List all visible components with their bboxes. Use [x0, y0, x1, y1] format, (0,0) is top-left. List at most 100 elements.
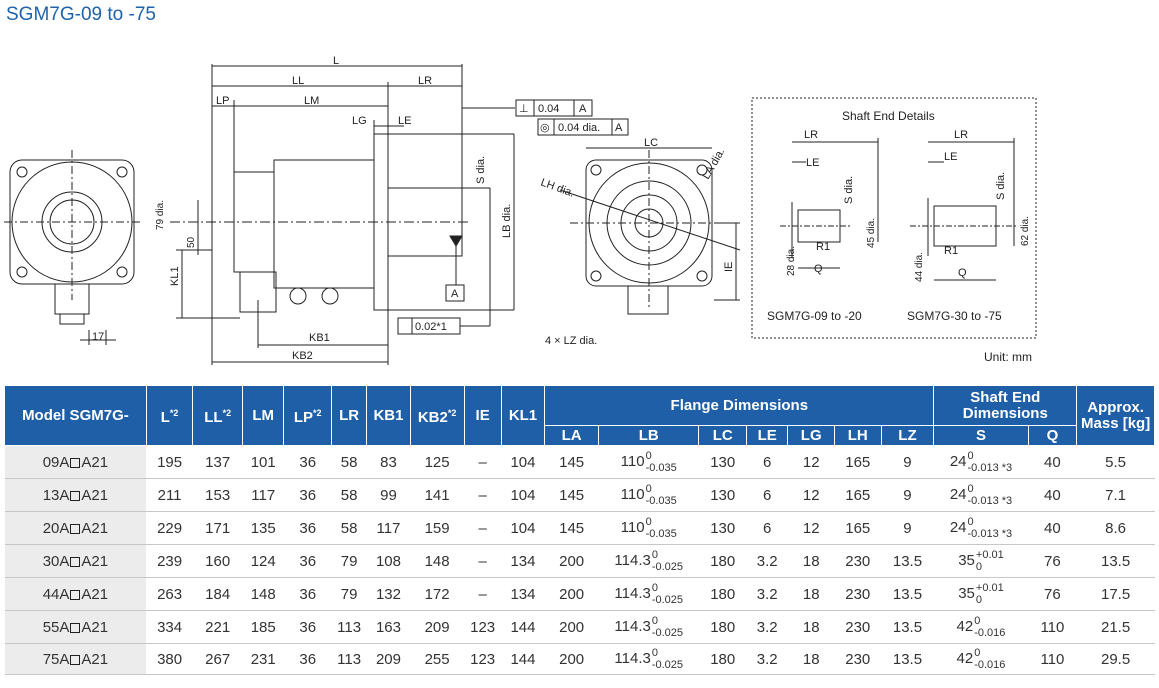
dim-KL1: KL1	[169, 266, 181, 286]
header-LR: LR	[331, 385, 368, 446]
cell-LZ: 13.5	[881, 577, 934, 611]
shaft-right-d2: 44 dia.	[914, 252, 925, 282]
shaft-left-Q: Q	[814, 263, 823, 275]
dim-LB-dia: LB dia.	[501, 204, 513, 238]
header-model: Model SGM7G-	[4, 385, 147, 446]
cell-LC: 130	[698, 445, 747, 479]
shaft-right-LR: LR	[954, 129, 968, 141]
shaft-right-caption: SGM7G-30 to -75	[907, 309, 1002, 323]
cell-LA: 145	[544, 511, 599, 545]
shaft-left-LE: LE	[806, 157, 819, 169]
cell-LL: 267	[192, 643, 243, 675]
cell-LE: 3.2	[746, 643, 788, 675]
cell-L: 239	[146, 544, 193, 578]
cell-KB1: 83	[366, 445, 411, 479]
cell-LZ: 13.5	[881, 643, 934, 675]
header-LP: LP*2	[283, 385, 333, 446]
side-view	[170, 64, 629, 365]
conc-ref: A	[615, 122, 623, 134]
cell-KB1: 163	[366, 610, 411, 644]
cell-KB2: 159	[410, 511, 464, 545]
cell-IE: –	[464, 577, 502, 611]
dim-17: 17	[92, 331, 104, 343]
header-S: S	[933, 425, 1029, 446]
cell-LG: 18	[787, 643, 835, 675]
header-KB1: KB1	[366, 385, 411, 446]
shaft-right-LE: LE	[944, 151, 957, 163]
cell-KB1: 108	[366, 544, 411, 578]
front-view	[559, 147, 741, 315]
unit-label: Unit: mm	[984, 350, 1032, 364]
cell-Q: 76	[1028, 577, 1077, 611]
cell-LZ: 9	[881, 478, 934, 512]
cell-LC: 130	[698, 478, 747, 512]
header-LE: LE	[746, 425, 789, 446]
cell-LH: 165	[834, 511, 882, 545]
perp-value: 0.04	[538, 103, 559, 115]
cell-LE: 3.2	[746, 610, 788, 644]
cell-LE: 3.2	[746, 544, 788, 578]
cell-LM: 185	[242, 610, 284, 644]
dim-IE: IE	[723, 262, 735, 272]
cell-LC: 180	[698, 544, 747, 578]
dim-LP: LP	[216, 95, 229, 107]
cell-KL1: 144	[501, 610, 545, 644]
placeholder-box-icon	[70, 654, 81, 665]
cell-LA: 200	[544, 544, 599, 578]
cell-LA: 145	[544, 478, 599, 512]
conc-symbol: ◎	[540, 122, 550, 134]
datum-A: A	[451, 288, 459, 300]
cell-mass: 13.5	[1076, 544, 1155, 578]
header-LL: LL*2	[192, 385, 244, 446]
conc-value: 0.04 dia.	[558, 122, 600, 134]
cell-KL1: 104	[501, 511, 545, 545]
cell-LL: 184	[192, 577, 243, 611]
cell-L: 334	[146, 610, 193, 644]
cell-LZ: 13.5	[881, 544, 934, 578]
shaft-right-Q: Q	[958, 267, 967, 279]
cell-LP: 36	[283, 643, 332, 675]
cell-KL1: 134	[501, 577, 545, 611]
shaft-right-S-dia: S dia.	[995, 172, 1007, 200]
header-LH: LH	[833, 425, 882, 446]
cell-LG: 18	[787, 610, 835, 644]
cell-LR: 58	[331, 478, 367, 512]
placeholder-box-icon	[70, 523, 81, 534]
header-L: L*2	[145, 385, 194, 446]
cell-LH: 230	[834, 643, 882, 675]
header-LG: LG	[787, 425, 835, 446]
cell-LG: 12	[787, 511, 835, 545]
dim-LG: LG	[352, 115, 367, 127]
cell-KB2: 255	[410, 643, 464, 675]
dimension-table: Model SGM7G- L*2 LL*2 LM LP*2 LR KB1 KB2…	[4, 385, 1155, 675]
cell-LR: 113	[331, 643, 367, 675]
dim-KB1: KB1	[309, 332, 330, 344]
placeholder-box-icon	[70, 556, 81, 567]
cell-Q: 76	[1028, 544, 1077, 578]
shaft-left-caption: SGM7G-09 to -20	[767, 309, 862, 323]
cell-LL: 137	[192, 445, 243, 479]
cell-LH: 230	[834, 577, 882, 611]
cell-LA: 200	[544, 643, 599, 675]
cell-KB2: 125	[410, 445, 464, 479]
cell-mass: 21.5	[1076, 610, 1155, 644]
cell-LC: 180	[698, 643, 747, 675]
cell-IE: –	[464, 544, 502, 578]
cell-LP: 36	[283, 577, 332, 611]
cell-LE: 6	[746, 511, 788, 545]
shaft-left-d1: 45 dia.	[866, 218, 877, 248]
header-flange: Flange Dimensions	[544, 385, 935, 426]
